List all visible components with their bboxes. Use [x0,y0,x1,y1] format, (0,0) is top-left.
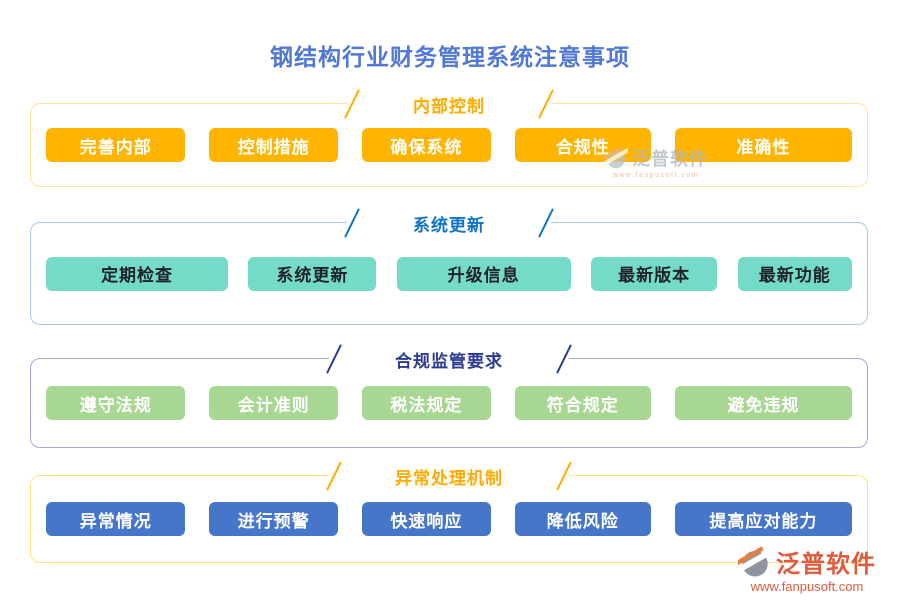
tag-row: 异常情况 进行预警 快速响应 降低风险 提高应对能力 [31,476,867,562]
keyword-tag: 符合规定 [514,386,651,420]
keyword-tag: 合规性 [514,128,651,162]
keyword-tag: 快速响应 [361,502,491,536]
keyword-tag: 会计准则 [209,386,339,420]
keyword-tag: 税法规定 [361,386,491,420]
keyword-tag: 遵守法规 [46,386,186,420]
keyword-tag: 准确性 [674,128,852,162]
slash-left-icon [344,89,360,119]
slash-left-icon [326,461,342,491]
keyword-tag: 定期检查 [46,256,229,291]
slash-left-icon [326,344,342,374]
section-title: 异常处理机制 [395,468,503,488]
keyword-tag: 降低风险 [514,502,651,536]
keyword-tag: 避免违规 [674,386,852,420]
tag-row: 完善内部 控制措施 确保系统 合规性 准确性 [31,104,867,186]
tag-row: 定期检查 系统更新 升级信息 最新版本 最新功能 [31,223,867,324]
section-compliance-requirements: 合规监管要求 遵守法规 会计准则 税法规定 符合规定 避免违规 [30,342,868,448]
section-title: 内部控制 [413,96,485,116]
tag-row: 遵守法规 会计准则 税法规定 符合规定 避免违规 [31,359,867,447]
keyword-tag: 控制措施 [209,128,339,162]
section-legend: 内部控制 [344,87,554,121]
section-legend: 合规监管要求 [326,342,572,376]
section-system-update: 系统更新 定期检查 系统更新 升级信息 最新版本 最新功能 [30,206,868,325]
section-exception-handling: 异常处理机制 异常情况 进行预警 快速响应 降低风险 提高应对能力 [30,459,868,563]
keyword-tag: 升级信息 [396,256,571,291]
keyword-tag: 进行预警 [209,502,339,536]
keyword-tag: 最新功能 [737,256,852,291]
keyword-tag: 系统更新 [248,256,377,291]
section-title: 合规监管要求 [395,351,503,371]
section-title: 系统更新 [413,215,485,235]
keyword-tag: 完善内部 [46,128,186,162]
section-legend: 系统更新 [344,206,554,240]
keyword-tag: 提高应对能力 [674,502,852,536]
section-internal-control: 内部控制 完善内部 控制措施 确保系统 合规性 准确性 [30,87,868,187]
slash-left-icon [344,208,360,238]
section-legend: 异常处理机制 [326,459,572,493]
keyword-tag: 确保系统 [361,128,491,162]
watermark-url-text: www.fanpusoft.com [750,579,864,594]
page-title: 钢结构行业财务管理系统注意事项 [270,44,630,70]
keyword-tag: 异常情况 [46,502,186,536]
keyword-tag: 最新版本 [590,256,718,291]
